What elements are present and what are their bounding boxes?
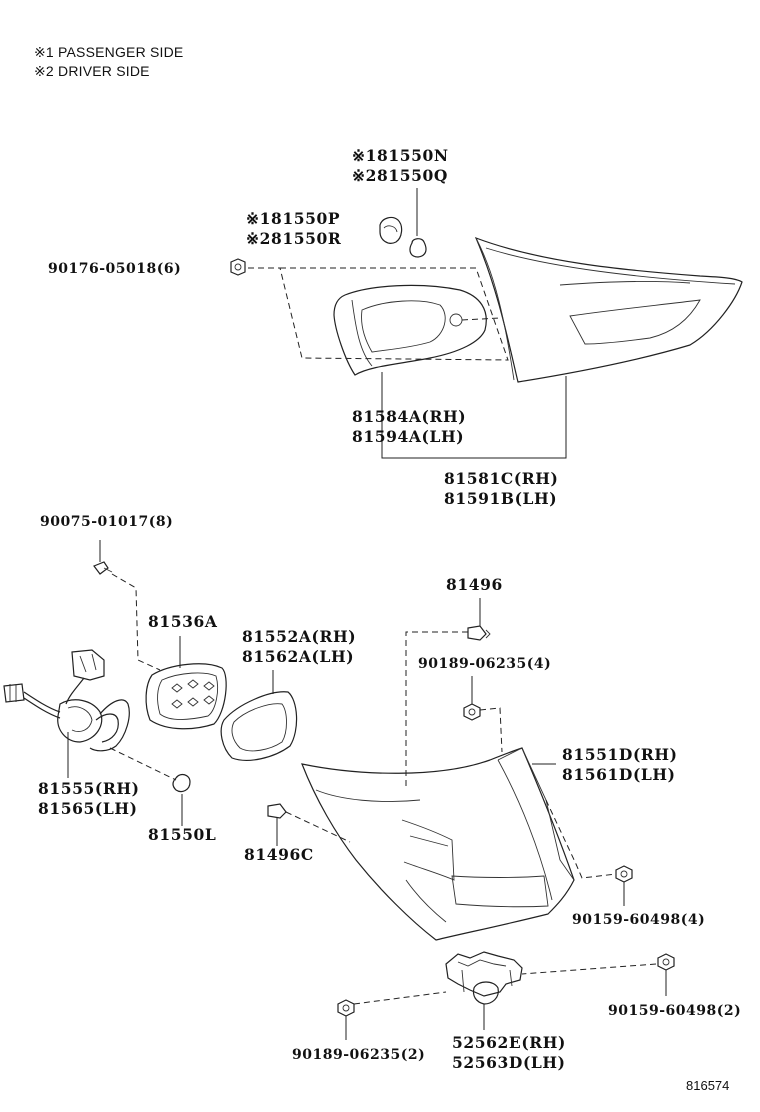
left-screw-icon: [93, 561, 113, 575]
lower-bulb-icon: [172, 773, 191, 793]
upper-gasket-hole: [449, 313, 463, 327]
label-gasket-top-2: 81594A(LH): [352, 427, 464, 446]
label-plate: 81536A: [148, 612, 218, 631]
label-nut-right-1: 90159-60498(4): [572, 912, 705, 928]
upper-dashed-outline: [279, 267, 509, 361]
label-bulb-top-1: ※181550N: [352, 146, 449, 165]
label-gasket-lower-2: 81562A(LH): [242, 647, 354, 666]
upper-nut-icon: [230, 258, 246, 276]
legend-driver-side: ※2 DRIVER SIDE: [34, 63, 150, 79]
lower-gasket: [220, 691, 298, 761]
wire-harness: [3, 649, 130, 752]
label-bracket-1: 52562E(RH): [452, 1033, 566, 1052]
label-harness-2: 81565(LH): [38, 799, 138, 818]
label-nut-right-2: 90159-60498(2): [608, 1003, 741, 1019]
label-nut-top: 90176-05018(6): [48, 261, 181, 277]
label-clip: 81496: [446, 575, 503, 594]
label-socket-top-1: ※181550P: [246, 209, 340, 228]
upper-gasket: [333, 284, 487, 376]
label-bracket-2: 52563D(LH): [452, 1053, 566, 1072]
label-nut-bottom: 90189-06235(2): [292, 1047, 425, 1063]
label-harness-1: 81555(RH): [38, 779, 140, 798]
upper-bulb-icon: [409, 238, 427, 258]
label-lamp-top-2: 81591B(LH): [444, 489, 557, 508]
label-clip-c: 81496C: [244, 845, 314, 864]
socket-plate: [145, 663, 227, 730]
upper-lamp-housing: [474, 236, 743, 383]
lower-lamp-housing: [301, 747, 575, 941]
right-nut-2-icon: [657, 953, 675, 971]
label-socket-top-2: ※281550R: [246, 229, 341, 248]
upper-socket-icon: [379, 216, 403, 244]
label-lamp-lower-1: 81551D(RH): [562, 745, 678, 764]
label-bulb-lower: 81550L: [148, 825, 216, 844]
clip-81496-icon: [467, 625, 491, 641]
reference-number: 816574: [686, 1078, 729, 1093]
mid-nut-icon: [463, 703, 481, 721]
label-nut-mid: 90189-06235(4): [418, 656, 551, 672]
legend-passenger-side: ※1 PASSENGER SIDE: [34, 44, 184, 60]
label-screw-left: 90075-01017(8): [40, 514, 173, 530]
label-lamp-top-1: 81581C(RH): [444, 469, 558, 488]
right-nut-4-icon: [615, 865, 633, 883]
label-lamp-lower-2: 81561D(LH): [562, 765, 676, 784]
label-bulb-top-2: ※281550Q: [352, 166, 448, 185]
label-gasket-lower-1: 81552A(RH): [242, 627, 356, 646]
bottom-nut-icon: [337, 999, 355, 1017]
label-gasket-top-1: 81584A(RH): [352, 407, 466, 426]
mount-bracket: [445, 951, 523, 1005]
clip-81496C-icon: [267, 803, 287, 819]
